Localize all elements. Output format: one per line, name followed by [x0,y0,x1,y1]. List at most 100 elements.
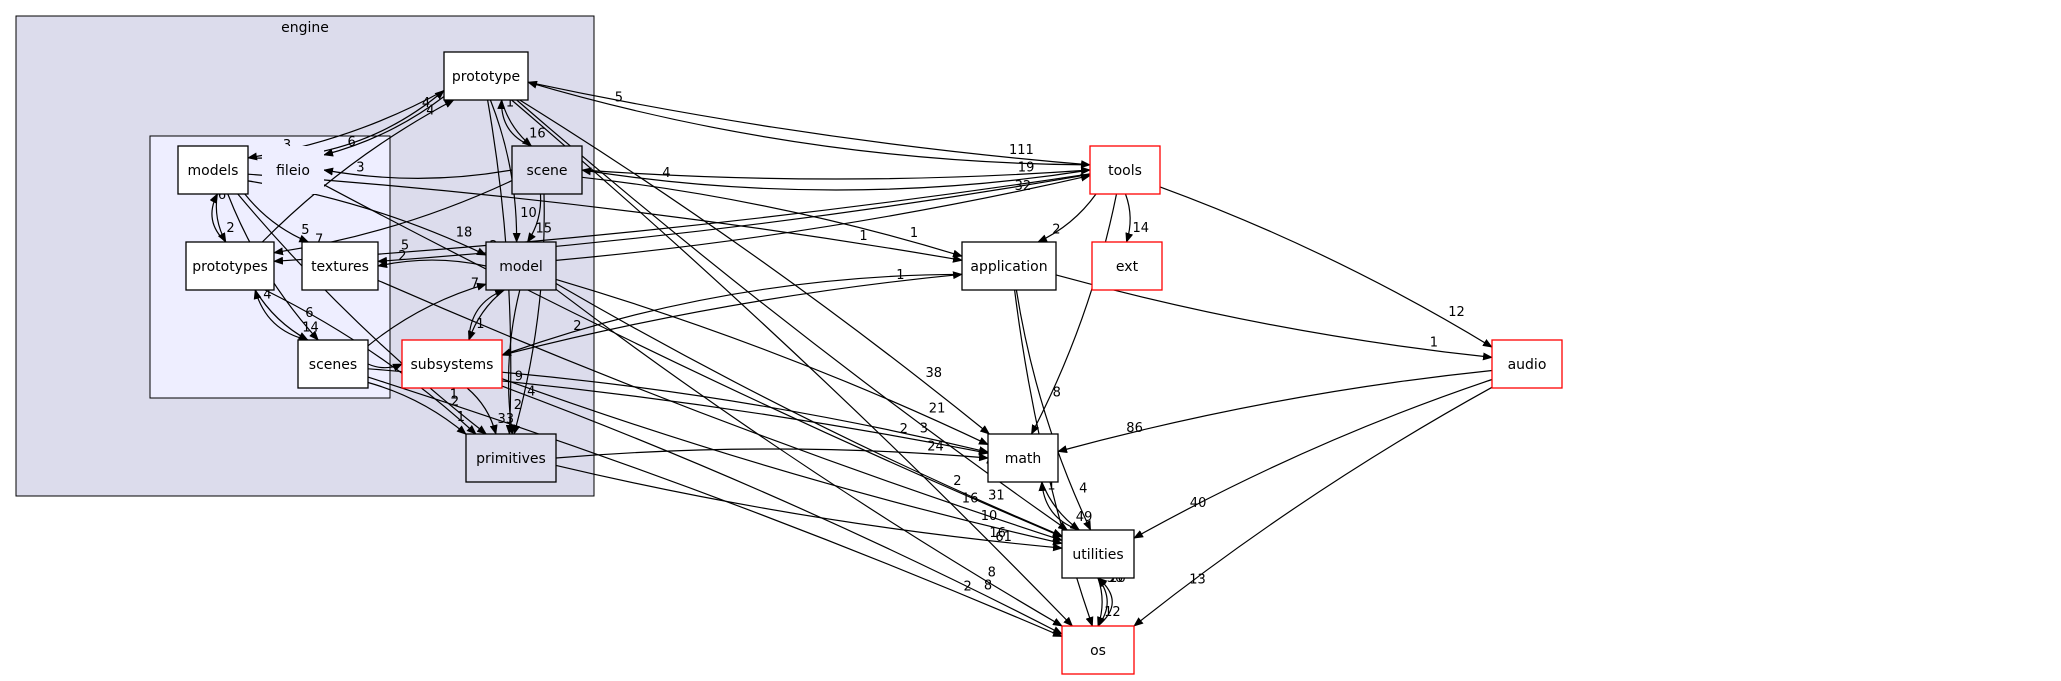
edge-label[interactable]: 2 [573,319,581,334]
edge-application-to-utilities: 4 [1015,289,1092,531]
edge-label[interactable]: 5 [401,239,409,254]
edge-subsystems-to-primitives: 33 [466,387,515,435]
edge-scene-to-primitives: 4 [512,193,545,435]
edge-label[interactable]: 8 [988,565,996,580]
edge-label[interactable]: 16 [989,526,1006,541]
edge-label[interactable]: 31 [988,488,1005,503]
node-model[interactable]: model [485,241,557,291]
node-fileio[interactable]: fileio [262,146,324,194]
edge-label[interactable]: 3 [920,422,928,437]
node-scene[interactable]: scene [511,145,583,195]
edge-models-to-primitives: 1 [237,193,487,435]
edge-label[interactable]: 32 [1015,179,1032,194]
edge-label[interactable]: 8 [1053,386,1061,401]
edge-label[interactable]: 4 [422,96,430,111]
edge-label[interactable]: 2 [1052,223,1060,238]
node-application[interactable]: application [961,241,1057,291]
edge-label[interactable]: 16 [962,492,979,507]
edge-label[interactable]: 7 [315,232,323,247]
edge-label[interactable]: 1 [1430,336,1438,351]
edge-prototype-to-tools: 111 [527,81,1091,169]
edge-label[interactable]: 3 [356,160,364,175]
edge-scene-to-fileio: 3 [323,160,513,179]
edge-prototype-to-math: 38 [519,99,991,435]
edge-label[interactable]: 7 [471,276,479,291]
edge-label[interactable]: 4 [263,288,271,303]
edge-label[interactable]: 1 [506,96,514,111]
node-audio[interactable]: audio [1491,339,1563,389]
edge-line [1037,193,1097,243]
edge-label[interactable]: 2 [451,395,459,410]
edge-prototypes-to-primitives: 2 [264,289,477,435]
edge-line [555,464,1063,552]
edge-label[interactable]: 9 [515,370,523,385]
edge-label[interactable]: 19 [1018,161,1035,176]
edge-label[interactable]: 16 [529,126,546,141]
edge-line [497,99,532,147]
edge-label[interactable]: 8 [984,579,992,594]
edge-label[interactable]: 86 [1126,421,1143,436]
node-tools[interactable]: tools [1089,145,1161,195]
node-prototype[interactable]: prototype [443,51,529,101]
edge-label[interactable]: 38 [926,366,943,381]
edge-label[interactable]: 1 [859,229,867,244]
edge-label[interactable]: 2 [900,422,908,437]
edge-label[interactable]: 1 [910,226,918,241]
node-subsystems[interactable]: subsystems [401,339,503,389]
node-models[interactable]: models [177,145,249,195]
edge-label[interactable]: 5 [301,223,309,238]
edge-label[interactable]: 2 [226,221,234,236]
node-textures[interactable]: textures [301,241,379,291]
edge-label[interactable]: 4 [527,385,535,400]
edge-label[interactable]: 4 [662,166,670,181]
edge-label[interactable]: 2 [953,474,961,489]
edge-label[interactable]: 12 [1448,305,1465,320]
edge-line [377,279,1063,542]
edge-label[interactable]: 3 [283,138,291,153]
edge-tools-to-prototype: 5 [527,80,1091,166]
node-prototypes[interactable]: prototypes [185,241,275,291]
edge-label[interactable]: 13 [1189,572,1206,587]
edge-line [261,99,455,243]
edge-line [1097,577,1105,627]
node-scenes[interactable]: scenes [297,339,369,389]
edge-label[interactable]: 14 [1133,221,1150,236]
edge-label[interactable]: 4 [426,104,434,119]
edge-label[interactable]: 5 [615,91,623,106]
edge-line [1038,481,1080,531]
edge-label[interactable]: 1 [457,410,465,425]
edge-label[interactable]: 33 [498,412,515,427]
edge-scenes-to-primitives: 1 [367,381,467,435]
edge-label[interactable]: 6 [218,188,226,203]
edge-line [323,184,1063,538]
edge-line [1133,386,1493,627]
edge-label[interactable]: 14 [302,320,319,335]
edge-label[interactable]: 12 [1104,605,1121,620]
edge-label[interactable]: 18 [456,226,473,241]
edge-label[interactable]: 10 [520,206,537,221]
edge-label[interactable]: 4 [1079,481,1087,496]
edge-label[interactable]: 111 [1009,143,1034,158]
node-os[interactable]: os [1061,625,1135,675]
edge-line [253,289,308,341]
node-ext[interactable]: ext [1091,241,1163,291]
edge-label[interactable]: 2 [398,249,406,264]
edge-label[interactable]: 1 [1047,478,1055,493]
node-math-label: math [1005,451,1042,467]
edge-line [367,363,403,372]
edge-label[interactable]: 2 [514,398,522,413]
edge-label[interactable]: 24 [927,439,944,454]
edge-label[interactable]: 61 [995,530,1012,545]
edge-line [555,282,1063,537]
edge-label[interactable]: 21 [929,402,946,417]
edge-label[interactable]: 1 [450,387,458,402]
edge-label[interactable]: 40 [1190,496,1207,511]
edge-line [466,387,498,435]
edge-tools-to-prototypes: 5 [273,173,1091,265]
node-math[interactable]: math [987,433,1059,483]
node-utilities[interactable]: utilities [1061,529,1135,579]
node-primitives[interactable]: primitives [465,433,557,483]
edge-models-to-application: 1 [247,173,963,263]
edge-label[interactable]: 49 [1076,510,1093,525]
edge-utilities-to-math: 1 [1038,478,1080,531]
